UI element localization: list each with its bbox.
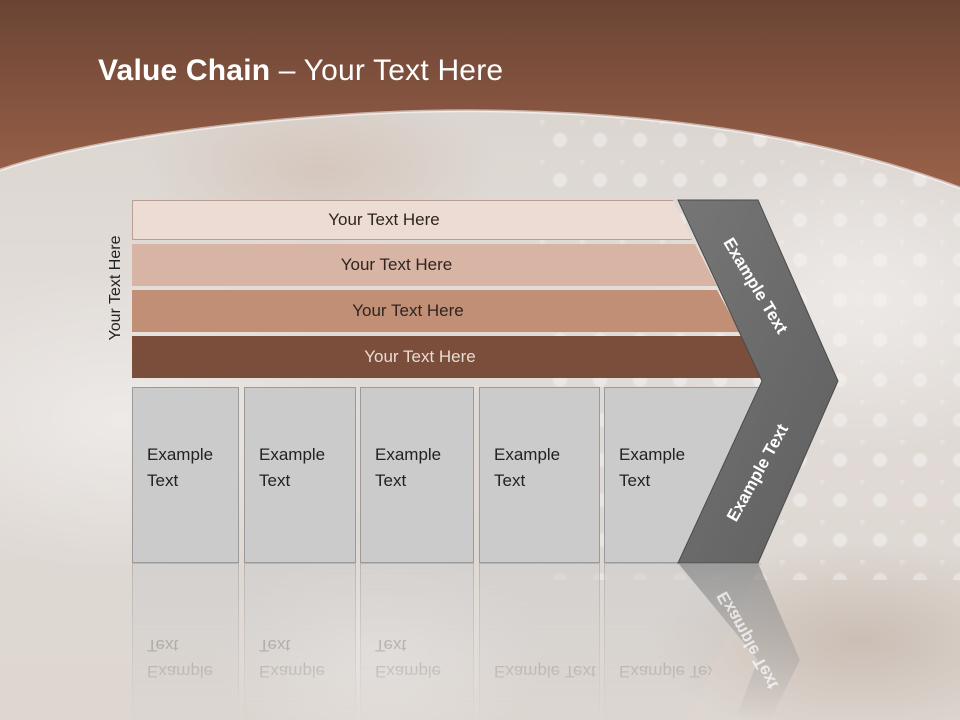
activity-box-2-label: Example Text (259, 445, 326, 490)
chevron-reflection (678, 563, 800, 720)
value-bar-2: Your Text Here (132, 244, 717, 286)
activity-box-3: Example Text (360, 387, 474, 563)
value-bar-3-label: Your Text Here (352, 301, 464, 320)
activity-box-5-label: Example Text (619, 445, 686, 490)
value-bar-4-label: Your Text Here (364, 347, 476, 366)
value-bar-1-label: Your Text Here (328, 210, 440, 229)
value-bar-2-label: Your Text Here (340, 255, 453, 274)
activity-box-2: Example Text (244, 387, 356, 563)
header-curve-highlight (0, 109, 960, 190)
page-title: Value Chain – Your Text Here (98, 54, 503, 88)
header-band (0, 0, 960, 190)
chevron-shape (677, 199, 839, 564)
page-title-rest: – Your Text Here (270, 54, 504, 87)
value-bar-1: Your Text Here (132, 200, 692, 240)
page-title-bold: Value Chain (98, 54, 271, 87)
header-brown-shape (0, 0, 960, 188)
activity-box-1: Example Text (132, 387, 239, 563)
value-bar-3: Your Text Here (132, 290, 740, 332)
activity-box-4-label: Example Text (494, 445, 561, 490)
activity-box-3-label: Example Text (375, 445, 442, 490)
activity-box-1-label: Example Text (147, 445, 214, 490)
value-bar-4: Your Text Here (132, 336, 764, 378)
activity-box-4: Example Text (479, 387, 600, 563)
